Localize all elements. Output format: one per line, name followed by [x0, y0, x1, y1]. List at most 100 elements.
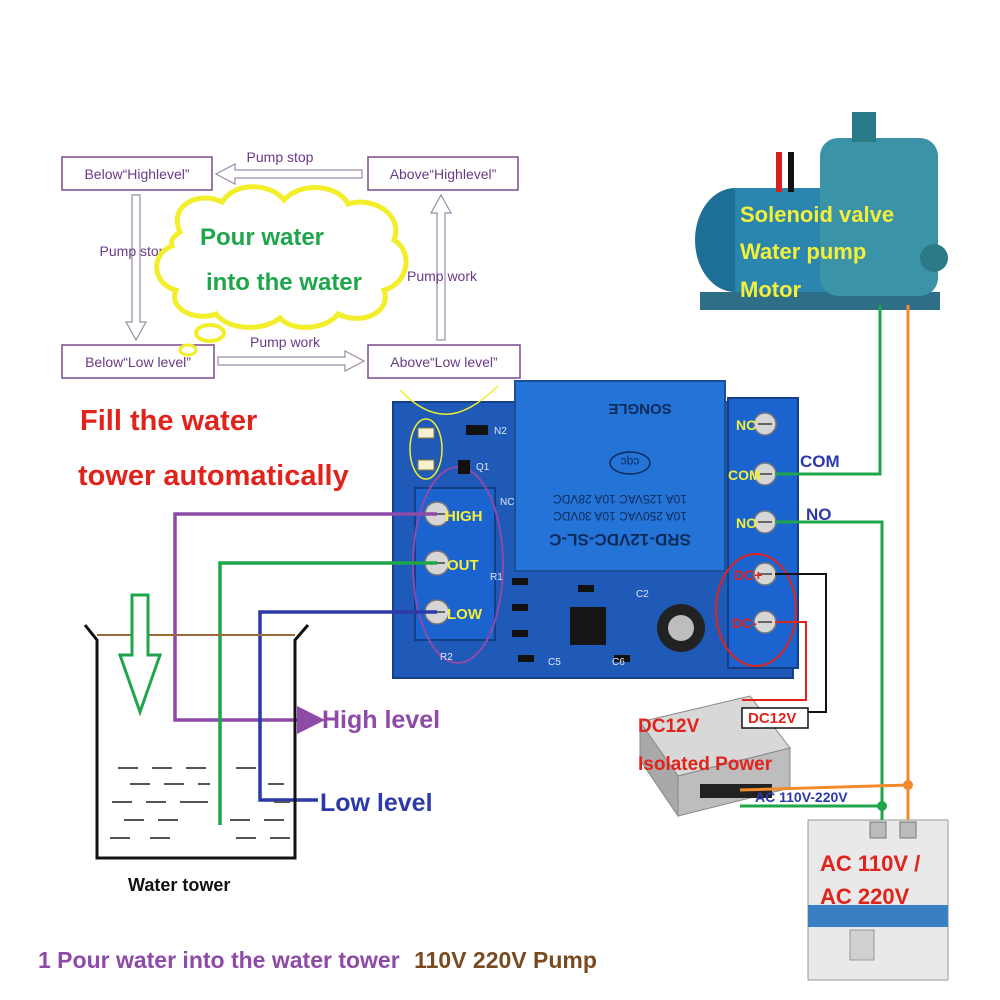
relay-body: [514, 380, 726, 572]
arrow-left-top: [214, 163, 363, 185]
arrow-label-top: Pump stop: [247, 149, 314, 165]
terminal-high: HIGH: [445, 508, 483, 525]
wire-label-ac: AC 110V-220V: [755, 789, 848, 805]
label-low-level: Low level: [320, 789, 433, 817]
box-below-high: [61, 156, 213, 191]
box-below-low-label: Below“Low level”: [85, 354, 191, 370]
resistor-2: [512, 604, 528, 611]
power-terminal-highlight: [715, 553, 797, 667]
relay-line-3: 10A 125VAC 10A 28VDC: [553, 492, 687, 506]
led-2: [417, 459, 435, 471]
psu-terminal-strip: [700, 784, 772, 798]
pump-nozzle: [852, 112, 876, 142]
pcb-label-nc: NC: [500, 497, 514, 508]
box-above-low: [367, 344, 521, 379]
tank-outline: [83, 624, 310, 860]
bottom-caption: 1 Pour water into the water tower 110V 2…: [38, 947, 597, 973]
resistor-5: [614, 655, 630, 662]
breaker-terminal-2: [899, 821, 917, 839]
thought-cloud: [154, 184, 409, 330]
pcb-label-r2: R2: [440, 652, 453, 663]
wires: [173, 305, 913, 825]
resistor-6: [578, 585, 594, 592]
terminal-dcminus: DC-: [732, 615, 757, 631]
arrow-right-bottom: [217, 350, 366, 372]
breaker-panel: [808, 905, 948, 927]
pcb-label-c2: C2: [636, 589, 649, 600]
screw-nc: [753, 412, 777, 436]
pump-wire-red: [776, 152, 782, 192]
psu-label-1: DC12V: [638, 716, 700, 737]
inflow-arrow: [117, 593, 163, 717]
heading-line2: tower automatically: [78, 460, 349, 492]
wire-out: [218, 561, 437, 825]
screw-dcminus: [753, 610, 777, 634]
annotation-yellow-curve: [399, 385, 499, 416]
transistor-q1: [458, 460, 470, 474]
terminal-low: LOW: [447, 606, 483, 623]
junction-1: [903, 780, 913, 790]
wire-high: [173, 512, 437, 734]
wire-no: [775, 520, 884, 820]
capacitor: [657, 604, 705, 652]
relay: SRD-12VDC-SL-C 10A 250VAC 10A 30VDC 10A …: [514, 380, 726, 572]
box-above-low-label: Above“Low level”: [390, 354, 498, 370]
wire-low: [258, 610, 437, 802]
water-surface: [110, 767, 290, 839]
box-above-high-label: Above“Highlevel”: [390, 166, 497, 182]
psu-label-2: Isolated Power: [638, 754, 773, 775]
pump-label-3: Motor: [740, 277, 802, 302]
pcb-label-c6: C6: [612, 657, 625, 668]
pump-label-2: Water pump: [740, 239, 866, 264]
psu-side: [639, 720, 679, 818]
pump-label-1: Solenoid valve: [740, 202, 894, 227]
pcb-label-c5: C5: [548, 657, 561, 668]
arrow-label-left: Pump stop: [100, 243, 167, 259]
led-1: [417, 427, 435, 439]
breaker-handle: [849, 929, 875, 961]
breaker-terminal-1: [869, 821, 887, 839]
breaker-body: [807, 819, 949, 981]
junction-2: [877, 801, 887, 811]
screw-no: [753, 510, 777, 534]
relay-cqc-oval: [609, 451, 651, 475]
bottom-caption-part1: 1 Pour water into the water tower: [38, 947, 400, 973]
terminal-com: COM: [728, 467, 761, 483]
heading-line1: Fill the water: [80, 405, 257, 437]
terminal-dcplus: DC+: [734, 567, 762, 583]
relay-line-2: 10A 250VAC 10A 30VDC: [553, 509, 687, 523]
breaker-label-1: AC 110V /: [820, 851, 920, 876]
terminal-no: NO: [736, 515, 757, 531]
breaker-label-2: AC 220V: [820, 884, 910, 909]
pcb-label-r1: R1: [490, 572, 503, 583]
wire-label-dc12v: DC12V: [748, 710, 796, 727]
cloud-bubble-1: [194, 323, 226, 343]
box-below-high-label: Below“Highlevel”: [84, 166, 189, 182]
wire-com: [775, 305, 882, 476]
arrow-up-right: [429, 193, 453, 341]
resistor-4: [518, 655, 534, 662]
relay-module: SRD-12VDC-SL-C 10A 250VAC 10A 30VDC 10A …: [392, 380, 799, 679]
resistor-3: [512, 630, 528, 637]
arrow-down-left: [124, 194, 148, 342]
wire-dc-red: [742, 621, 807, 701]
dc12v-label-box: [741, 707, 809, 729]
screw-com: [753, 462, 777, 486]
wire-label-no: NO: [806, 505, 832, 524]
arrow-label-right: Pump work: [407, 268, 478, 284]
cloud-line1: Pour water: [200, 224, 324, 251]
wire-ac-orange: [739, 783, 909, 792]
relay-line-1: SRD-12VDC-SL-C: [549, 530, 691, 549]
chip-n2: [466, 425, 488, 435]
circuit-breaker: AC 110V / AC 220V: [807, 819, 949, 981]
pump-head: [820, 138, 938, 296]
led-highlight: [409, 418, 443, 480]
flowchart: Below“Highlevel” Above“Highlevel” Below“…: [61, 149, 521, 379]
cloud-line2: into the water: [206, 269, 362, 296]
label-high-level: High level: [322, 706, 440, 734]
pcb-label-q1: Q1: [476, 462, 490, 473]
water-tank: [83, 593, 310, 860]
terminal-out: OUT: [447, 557, 479, 574]
wire-label-com: COM: [800, 452, 840, 471]
